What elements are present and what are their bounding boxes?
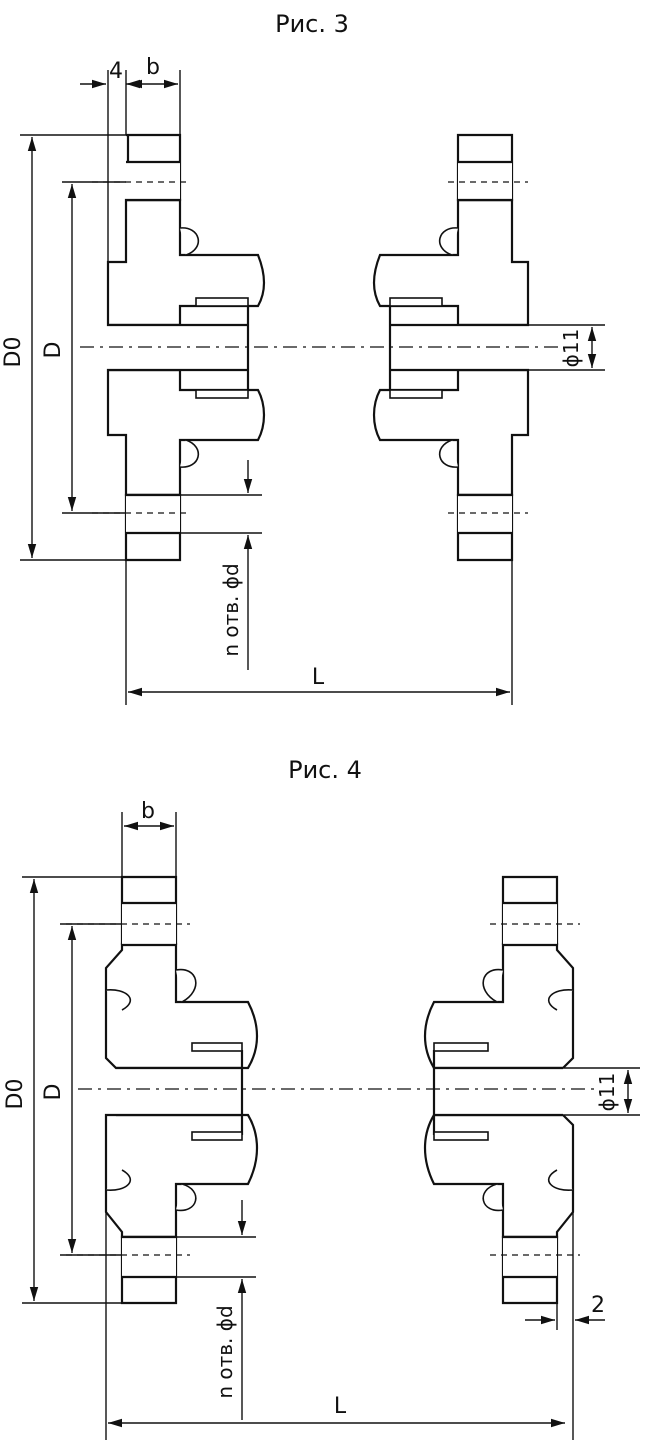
fig3-dim-holes-label: n отв. ϕd [219, 563, 243, 656]
fig4-dim-top: b [121, 799, 177, 877]
fig4-dim-L-label: L [334, 1394, 347, 1419]
figure-3: Рис. 3 [1, 10, 605, 705]
fig4-dim-2: 2 [525, 1212, 605, 1330]
fig4-dim-L: L [105, 1212, 574, 1440]
fig4-dim-D0-label: D0 [3, 1079, 28, 1110]
fig3-dim-diameters: D0 D [1, 134, 126, 561]
fig3-dim-phi11: ϕ11 [528, 324, 605, 371]
fig4-dim-phi11: ϕ11 [563, 1067, 640, 1116]
fig4-dim-diameters: D0 D [3, 876, 122, 1304]
fig4-right-flange [424, 875, 580, 1305]
fig3-dim-L-label: L [312, 665, 325, 690]
fig3-dim-phi11-label: ϕ11 [559, 329, 583, 368]
fig4-dim-holes: n отв. ϕd [176, 1200, 256, 1420]
figure-4: Рис. 4 [3, 756, 640, 1440]
fig4-dim-2-label: 2 [591, 1293, 605, 1318]
fig4-dim-phi11-label: ϕ11 [595, 1073, 619, 1112]
fig4-dim-holes-label: n отв. ϕd [213, 1305, 237, 1398]
fig3-dim-D-label: D [41, 342, 66, 359]
fig3-dim-4-label: 4 [109, 59, 123, 84]
fig3-dim-top: 4 b [80, 55, 181, 262]
fig3-dim-D0-label: D0 [1, 337, 26, 368]
fig3-dim-holes: n отв. ϕd [180, 460, 262, 670]
fig3-dim-b-label: b [146, 55, 160, 80]
fig4-dim-D-label: D [41, 1084, 66, 1101]
fig4-left-flange [66, 875, 258, 1305]
fig3-dim-L: L [125, 560, 513, 705]
fig4-dim-b-label: b [141, 799, 155, 824]
figure-3-caption: Рис. 3 [275, 10, 349, 38]
figure-4-caption: Рис. 4 [288, 756, 362, 784]
